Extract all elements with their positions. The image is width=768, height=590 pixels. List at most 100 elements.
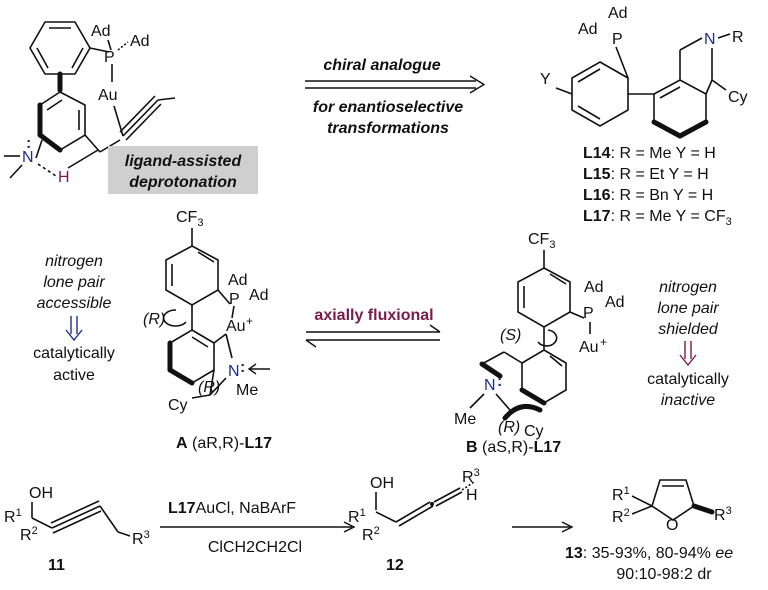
note-line: nitrogen — [45, 253, 103, 270]
ligand-id: L16 — [583, 187, 611, 204]
axial-stereo-label: (S) — [500, 327, 521, 344]
p-atom: P — [583, 305, 594, 322]
ligand-desc: : R = Me Y = H — [611, 145, 716, 162]
r-letter: R — [4, 509, 16, 526]
hydroxyl-group: OH — [29, 485, 53, 502]
note-line: accessible — [37, 295, 112, 312]
nitrogen-atom: N — [704, 31, 716, 48]
superscript: 3 — [726, 505, 732, 517]
cy-group: Cy — [524, 423, 544, 440]
gold-atom: Au — [579, 339, 599, 356]
ad-group: Ad — [130, 33, 150, 50]
ligand-general-structure: Ad Ad P Y N R Cy L14: R = Me Y = H L15: … — [540, 5, 748, 228]
superscript: 3 — [144, 529, 150, 541]
superscript: 2 — [374, 525, 380, 537]
gold-complex-structure: P Ad Ad Au N : H ligand-assisted depro — [4, 21, 258, 194]
methyl-group: Me — [236, 382, 258, 399]
lone-pair-dots: : — [497, 373, 502, 390]
methyl-group: Me — [454, 411, 476, 428]
y-group: Y — [540, 71, 551, 88]
ad-group: Ad — [605, 294, 625, 311]
r-letter: R — [714, 507, 726, 524]
product-result: 13: 35-93%, 80-94% ee — [565, 545, 733, 562]
ligand-id: L15 — [583, 166, 611, 183]
note-line: shielded — [658, 321, 719, 338]
caption-stereo: (aS,R)- — [478, 439, 534, 456]
pointer-head — [247, 363, 257, 375]
dihydrofuran-13: R1 R2 O R3 13: 35-93%, 80-94% ee 90:10-9… — [565, 479, 733, 583]
oxygen-atom: O — [666, 517, 678, 534]
p-atom: P — [229, 291, 240, 308]
catalyst-ligand: L17 — [168, 500, 196, 517]
superscript: 2 — [624, 507, 630, 519]
r2-group: R2 — [362, 525, 380, 544]
ligand-entry: L16: R = Bn Y = H — [583, 187, 713, 204]
ligand-id: L17 — [583, 208, 611, 225]
hydrogen-atom: H — [466, 487, 478, 504]
center-stereo-label: (R) — [198, 379, 220, 396]
gold-atom: Au — [98, 87, 118, 104]
cf3-group: CF3 — [176, 209, 203, 229]
r2-group: R2 — [612, 507, 630, 526]
substrate-11: OH R1 R2 R3 11 — [4, 485, 150, 574]
nitrogen-atom: N — [484, 377, 496, 394]
caption-box — [108, 146, 258, 194]
axial-stereo-label: (R) — [143, 311, 165, 328]
ee-text: ee — [715, 545, 733, 562]
subscript: 3 — [549, 239, 555, 251]
arrow-caption-below: for enantioselective — [313, 99, 463, 116]
r-letter: R — [612, 487, 624, 504]
superscript: 1 — [16, 507, 22, 519]
note-result: catalytically — [647, 371, 729, 388]
catalyst-rest: AuCl, NaBArF — [196, 500, 297, 517]
r-group: R — [732, 29, 744, 46]
hydrogen-atom: H — [58, 169, 70, 186]
p-atom: P — [612, 31, 623, 48]
superscript: 2 — [32, 525, 38, 537]
r3-group: R3 — [462, 467, 480, 486]
lone-pair-dots: : — [240, 359, 245, 376]
r3-group: R3 — [714, 505, 732, 524]
arrow-caption-below: transformations — [327, 120, 449, 137]
equilibrium-arrows: axially fluxional — [305, 307, 441, 348]
caption-letter: B — [466, 439, 478, 456]
r-letter: R — [362, 527, 374, 544]
r1-group: R1 — [348, 507, 366, 526]
reaction-arrow-1: L17AuCl, NaBArF ClCH2CH2Cl — [160, 500, 356, 556]
arrow-caption-above: chiral analogue — [323, 57, 440, 74]
ligand-entry: L14: R = Me Y = H — [583, 145, 716, 162]
plus-charge: + — [246, 314, 253, 328]
ligand-entry: L17: R = Me Y = CF3 — [583, 208, 732, 228]
plus-charge: + — [600, 335, 607, 349]
reaction-arrow-2 — [512, 521, 574, 533]
compound-label: 12 — [386, 557, 404, 574]
note-result: catalytically — [33, 345, 115, 362]
caption-ligand: L17 — [244, 435, 272, 452]
center-stereo-label: (R) — [498, 419, 520, 436]
caption-stereo: (aR,R)- — [188, 435, 245, 452]
r-letter: R — [132, 531, 144, 548]
ligand-id: L14 — [583, 145, 611, 162]
r1-group: R1 — [4, 507, 22, 526]
nitrogen-atom: N — [228, 363, 240, 380]
r-letter: R — [612, 509, 624, 526]
hydroxyl-group: OH — [370, 475, 394, 492]
right-note: nitrogen lone pair shielded catalyticall… — [647, 279, 729, 409]
nitrogen-atom: N — [22, 149, 34, 166]
note-line: nitrogen — [659, 279, 717, 296]
cy-group: Cy — [168, 397, 188, 414]
note-line: lone pair — [657, 300, 719, 317]
superscript: 1 — [360, 507, 366, 519]
conditions-below: ClCH2CH2Cl — [208, 539, 302, 556]
caption-letter: A — [176, 435, 188, 452]
conditions-above: L17AuCl, NaBArF — [168, 500, 296, 517]
yield-text: : 35-93%, 80-94% — [583, 545, 716, 562]
ad-group: Ad — [584, 279, 604, 296]
superscript: 1 — [624, 485, 630, 497]
subscript: 3 — [197, 217, 203, 229]
down-arrow-icon — [679, 341, 697, 367]
allene-12: OH R1 R2 R3 H 12 — [348, 467, 480, 574]
ad-group: Ad — [608, 5, 628, 22]
ligand-entry: L15: R = Et Y = H — [583, 166, 709, 183]
